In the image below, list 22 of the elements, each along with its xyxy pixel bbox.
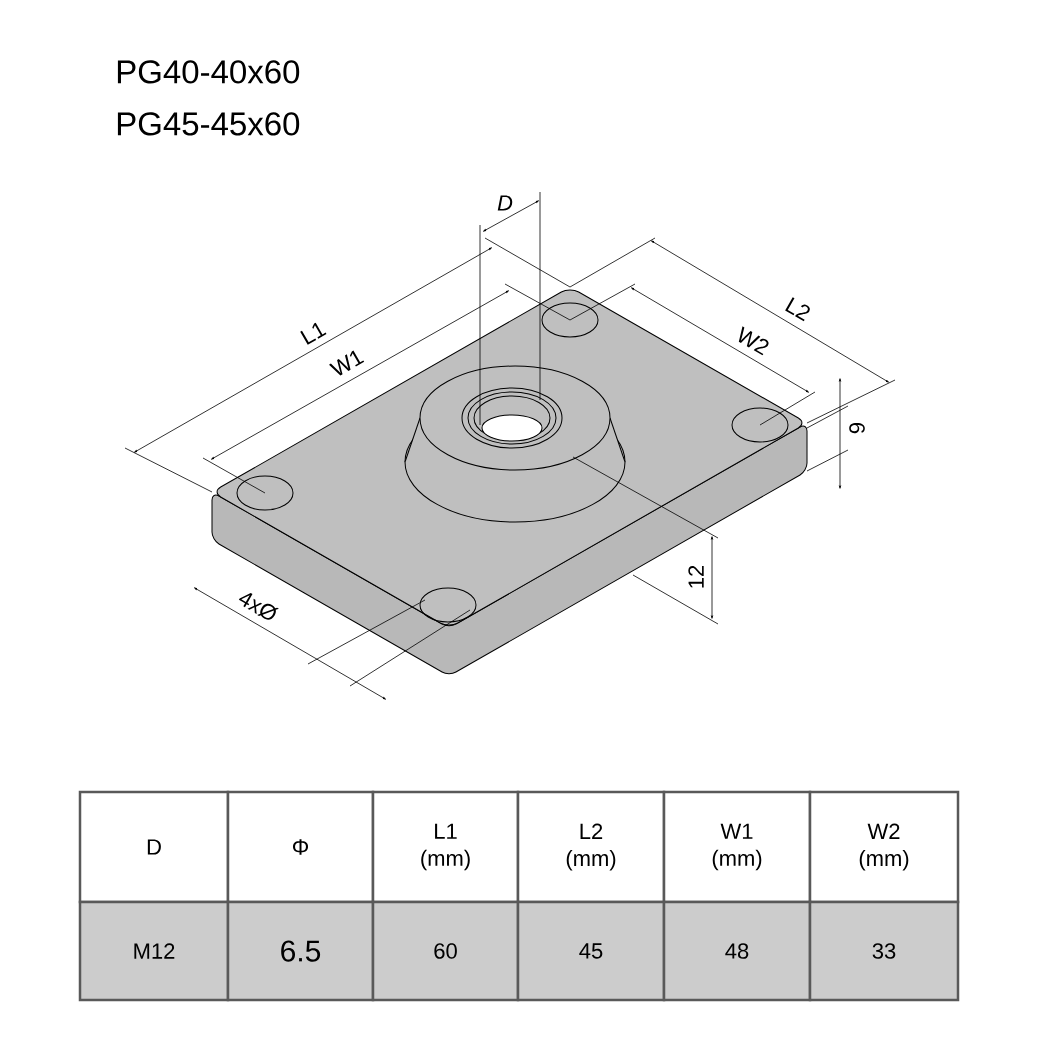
- dimension-label: D: [497, 195, 513, 211]
- table-cell: M12: [78, 900, 230, 1002]
- table-cell: 33: [808, 900, 960, 1002]
- table-cell: D: [78, 790, 230, 904]
- dimension-label: 12: [688, 565, 704, 588]
- dimension-label: L1: [300, 322, 327, 345]
- dimension-label: W2: [738, 326, 769, 356]
- table-cell: W2 (mm): [808, 790, 960, 904]
- dimension-label: 6: [849, 423, 865, 434]
- table-cell: Φ: [226, 790, 375, 904]
- dimension-label: L2: [785, 297, 810, 322]
- table-cell: 48: [662, 900, 812, 1002]
- table-cell: 6.5: [226, 900, 375, 1002]
- heading: PG45-45x60: [117, 112, 300, 136]
- table-cell: 45: [516, 900, 666, 1002]
- heading: PG40-40x60: [117, 60, 300, 84]
- dimension-label: 4xØ: [238, 593, 279, 620]
- table-cell: L1 (mm): [371, 790, 520, 904]
- table-cell: W1 (mm): [662, 790, 812, 904]
- table-cell: 60: [371, 900, 520, 1002]
- dimension-label: W1: [329, 350, 365, 376]
- table-cell: L2 (mm): [516, 790, 666, 904]
